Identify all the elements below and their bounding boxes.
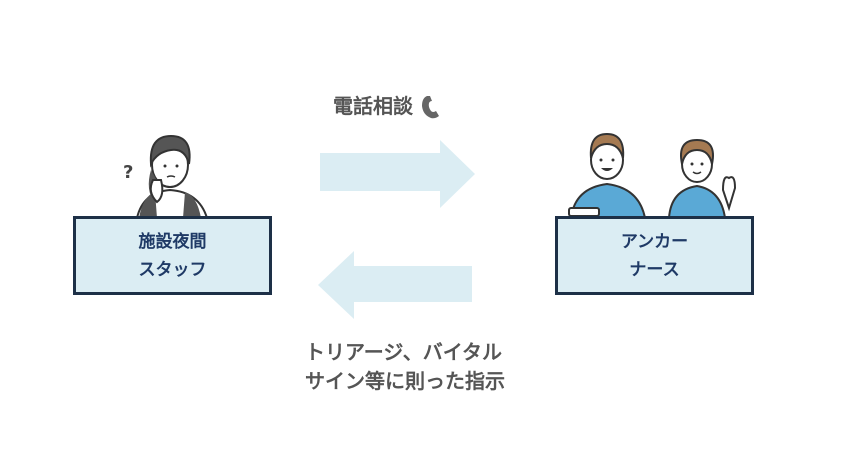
instruction-label: トリアージ、バイタル サイン等に則った指示	[305, 338, 505, 396]
question-mark-icon: ?	[123, 162, 133, 183]
right-box-line2: ナース	[629, 259, 680, 280]
facility-night-staff-box: 施設夜間 スタッフ	[73, 216, 272, 295]
confused-staff-illustration: ?	[123, 134, 209, 218]
anchor-nurses-illustration	[568, 132, 737, 218]
phone-icon	[422, 95, 439, 118]
right-box-line1: アンカー	[620, 231, 689, 252]
instruction-arrow-left	[318, 251, 472, 319]
phone-consultation-text: 電話相談	[333, 94, 413, 118]
instruction-line1: トリアージ、バイタル	[305, 340, 502, 364]
anchor-nurse-box: アンカー ナース	[555, 216, 754, 295]
instruction-line2: サイン等に則った指示	[305, 369, 505, 393]
left-box-line2: スタッフ	[138, 259, 207, 280]
consult-arrow-right	[320, 140, 475, 208]
phone-consultation-label: 電話相談	[333, 92, 443, 121]
left-box-line1: 施設夜間	[138, 231, 207, 252]
